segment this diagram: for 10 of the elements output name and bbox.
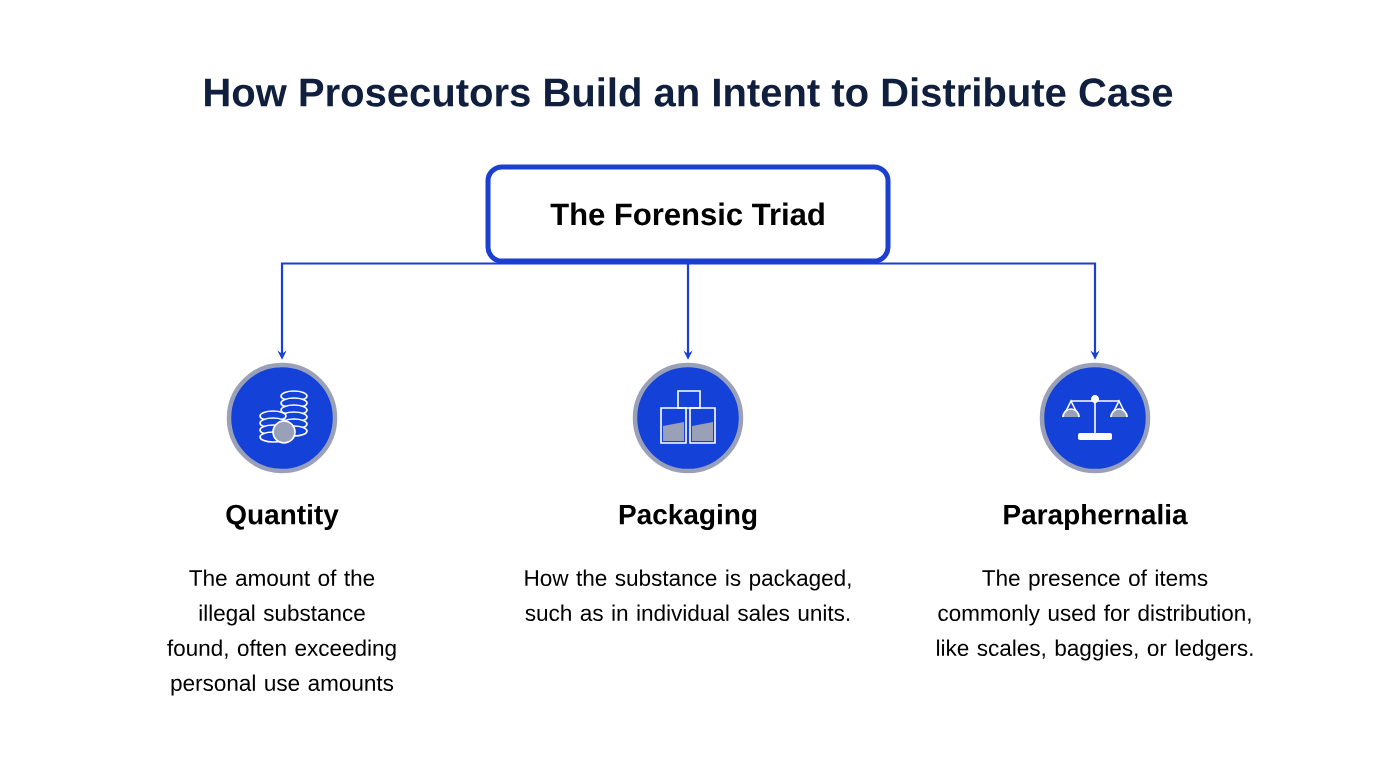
description: How the substance is packaged, such as in individual sales units. [525, 569, 851, 622]
icon-circle [1039, 362, 1151, 474]
heading: Paraphernalia [1004, 503, 1188, 531]
description: The amount of the illegal substance found, often exceeding personal use amounts [167, 569, 396, 696]
heading: Quantity [226, 503, 339, 531]
title-box: The Forensic Triad [485, 164, 891, 264]
title: How Prosecutors Build an Intent to Distribute Case [205, 77, 1173, 107]
icon-circle [632, 362, 744, 474]
description: The presence of items commonly used for distribution, like scales, baggies, or ledgers. [937, 569, 1253, 661]
heading: Packaging [619, 503, 757, 531]
